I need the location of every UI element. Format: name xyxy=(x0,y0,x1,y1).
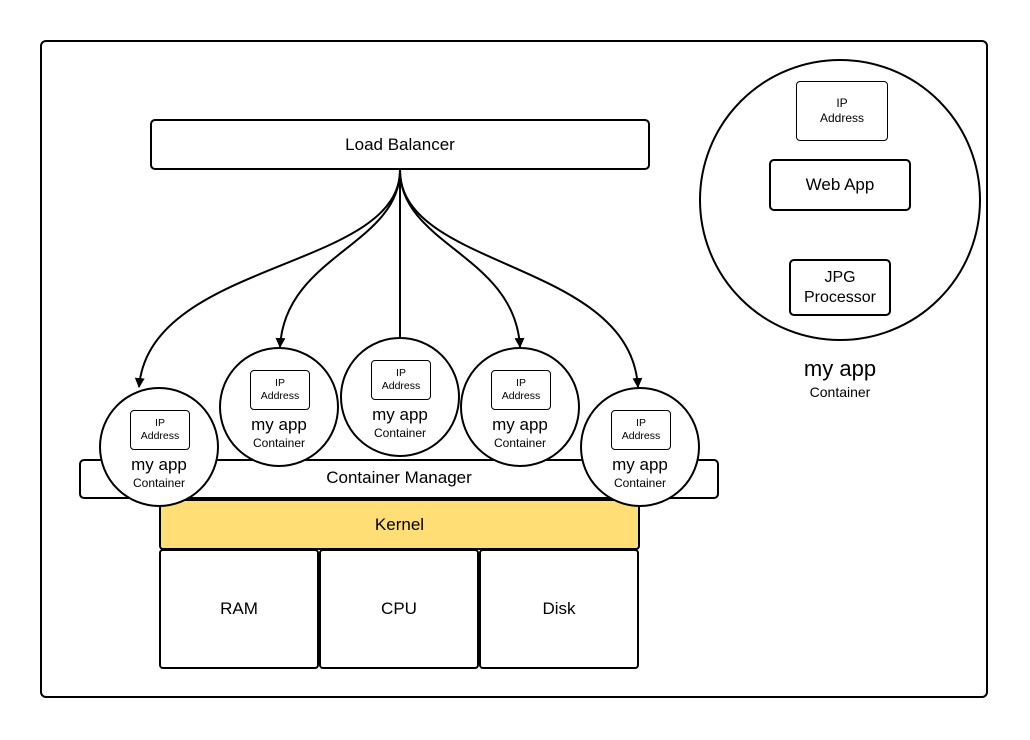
ram-box: RAM xyxy=(159,549,319,669)
ip-label: IP xyxy=(636,417,646,429)
container-name: my app xyxy=(372,405,428,424)
address-label: Address xyxy=(501,390,541,402)
address-label: Address xyxy=(260,390,300,402)
processor-label: Processor xyxy=(803,288,877,306)
cpu-label: CPU xyxy=(381,599,417,618)
container-name: my app xyxy=(492,415,548,434)
diagram-frame xyxy=(40,40,988,698)
ip-label: IP xyxy=(516,377,526,389)
arrow-to-container-2 xyxy=(275,169,401,348)
address-label: Address xyxy=(381,380,421,392)
jpg-label: JPG xyxy=(824,268,856,286)
container-type: Container xyxy=(493,436,547,450)
disk-box: Disk xyxy=(479,549,639,669)
container-type: Container xyxy=(252,436,306,450)
disk-label: Disk xyxy=(542,599,576,618)
arrow-to-container-5 xyxy=(399,169,643,388)
address-label: Address xyxy=(621,430,661,442)
jpg-processor-box: JPG Processor xyxy=(789,259,891,316)
load-balancer-box: Load Balancer xyxy=(150,119,650,170)
cpu-box: CPU xyxy=(319,549,479,669)
ip-label: IP xyxy=(836,96,848,110)
container-name: my app xyxy=(131,455,187,474)
arrow-to-container-4 xyxy=(399,169,525,348)
detail-container-name: my app xyxy=(803,356,877,381)
address-label: Address xyxy=(819,111,865,125)
container-name: my app xyxy=(612,455,668,474)
detail-container-type: Container xyxy=(809,384,871,400)
ip-label: IP xyxy=(396,367,406,379)
ip-label: IP xyxy=(155,417,165,429)
container-type: Container xyxy=(613,476,667,490)
load-balancer-label: Load Balancer xyxy=(345,134,455,154)
kernel-label: Kernel xyxy=(374,514,425,534)
container-manager-label: Container Manager xyxy=(326,468,472,487)
web-app-label: Web App xyxy=(805,175,875,194)
container-type: Container xyxy=(373,426,427,440)
container-name: my app xyxy=(251,415,307,434)
ip-label: IP xyxy=(275,377,285,389)
container-type: Container xyxy=(132,476,186,490)
web-app-box: Web App xyxy=(769,159,911,211)
arrow-to-container-1 xyxy=(134,169,401,388)
address-label: Address xyxy=(140,430,180,442)
ram-label: RAM xyxy=(220,599,258,618)
